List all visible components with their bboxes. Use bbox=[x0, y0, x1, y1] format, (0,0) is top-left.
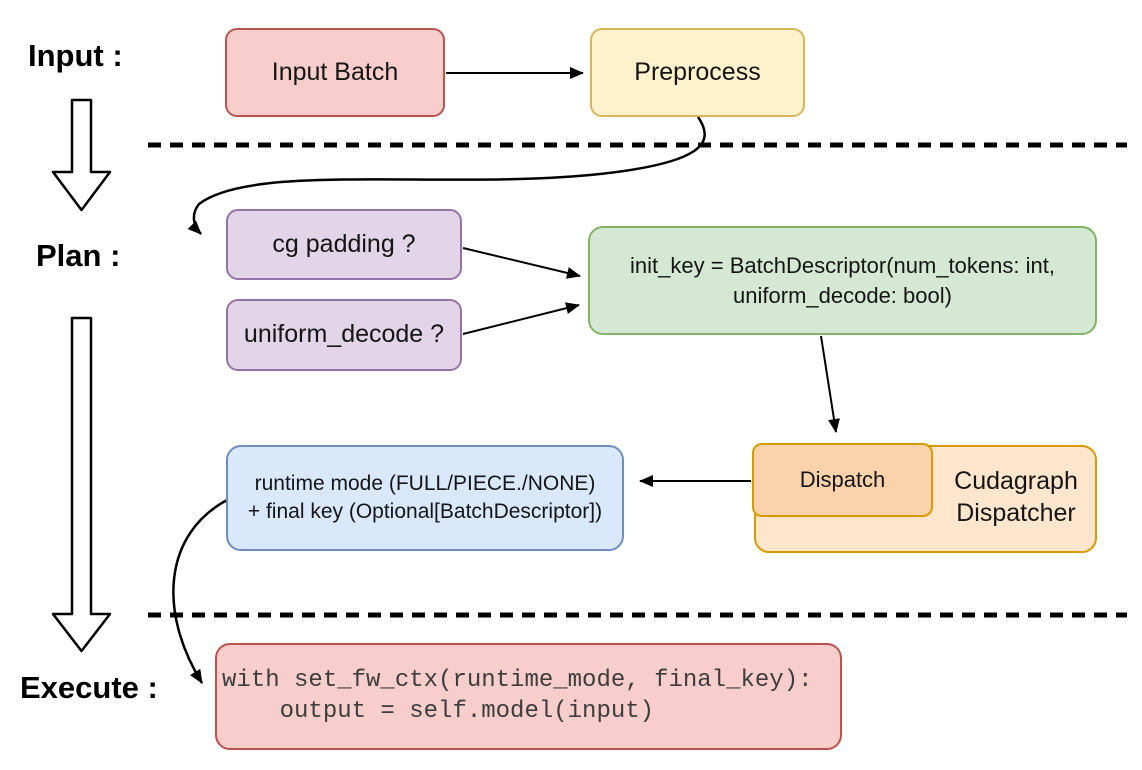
arrow-runtime-mode-to-execute-code bbox=[172, 497, 230, 684]
node-cg-padding: cg padding ? bbox=[226, 209, 462, 280]
node-cg-padding-label: cg padding ? bbox=[272, 229, 416, 258]
node-cudagraph-dispatcher-label: Cudagraph Dispatcher bbox=[954, 467, 1078, 527]
node-execute-code-line1: with set_fw_ctx(runtime_mode, final_key)… bbox=[222, 667, 813, 695]
stage-label-execute: Execute : bbox=[20, 670, 158, 705]
node-execute-code: with set_fw_ctx(runtime_mode, final_key)… bbox=[215, 643, 842, 750]
node-runtime-mode-line1: runtime mode (FULL/PIECE./NONE) bbox=[254, 471, 596, 495]
node-init-key: init_key = BatchDescriptor(num_tokens: i… bbox=[588, 226, 1097, 335]
arrow-preprocess-to-cg-padding bbox=[187, 116, 706, 235]
node-execute-code-line2: output = self.model(input) bbox=[222, 697, 655, 725]
node-init-key-line2: uniform_decode: bool) bbox=[733, 282, 952, 308]
arrow-cg-padding-to-init-key bbox=[462, 247, 581, 279]
node-dispatch: Dispatch bbox=[752, 443, 933, 517]
stage-label-plan: Plan : bbox=[36, 238, 121, 273]
node-preprocess: Preprocess bbox=[590, 28, 805, 117]
arrow-uniform-decode-to-init-key bbox=[462, 302, 580, 335]
stage-arrow-input-to-plan bbox=[51, 98, 112, 212]
stage-label-input: Input : bbox=[28, 38, 123, 73]
node-preprocess-label: Preprocess bbox=[634, 57, 761, 86]
node-dispatch-label: Dispatch bbox=[799, 467, 886, 493]
node-uniform-decode: uniform_decode ? bbox=[226, 299, 462, 371]
node-runtime-mode: runtime mode (FULL/PIECE./NONE) + final … bbox=[226, 445, 624, 551]
stage-arrow-plan-to-execute bbox=[51, 316, 112, 653]
node-input-batch-label: Input Batch bbox=[271, 57, 399, 86]
node-init-key-line1: init_key = BatchDescriptor(num_tokens: i… bbox=[630, 252, 1055, 278]
arrow-init-key-to-dispatch bbox=[820, 335, 840, 433]
node-input-batch: Input Batch bbox=[225, 28, 445, 117]
node-uniform-decode-label: uniform_decode ? bbox=[243, 320, 445, 349]
node-runtime-mode-line2: + final key (Optional[BatchDescriptor]) bbox=[247, 500, 603, 523]
